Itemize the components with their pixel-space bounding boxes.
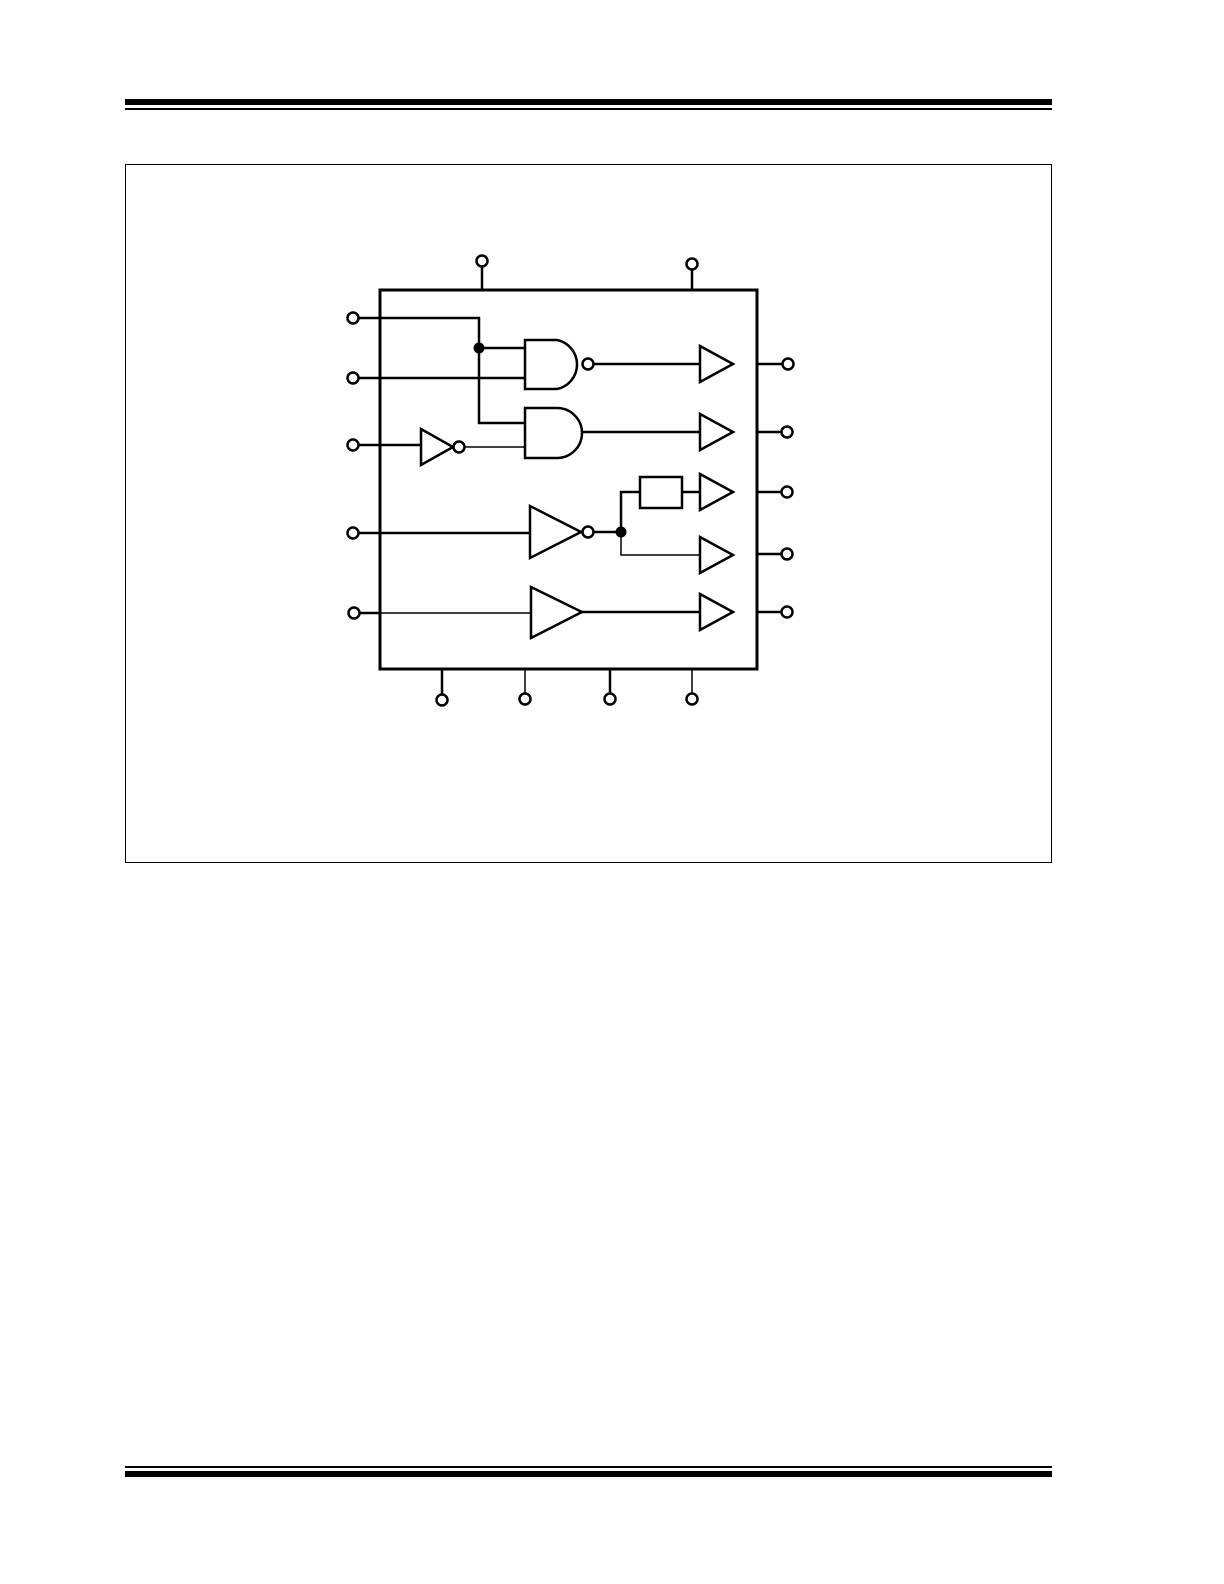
nand-gate [523,338,595,391]
bottom-pin-3 [603,669,617,706]
bottom-pin-1 [435,669,449,707]
junction-dot-1 [473,342,485,354]
block-diagram [346,254,795,707]
and-gate [523,406,584,460]
ic-body [378,288,759,671]
output-buffer-1 [698,343,736,385]
wire-inverting-buffer-out [594,490,700,556]
right-pin-3 [757,485,794,499]
bottom-pin-4 [685,669,699,706]
footer-rule-thick [125,1471,1052,1477]
left-pin-1 [346,311,380,325]
junction-dot-2 [615,526,627,538]
box-element [638,475,684,510]
output-buffer-5 [698,591,736,633]
right-pin-1 [757,357,795,371]
footer-rule-thin [125,1466,1052,1468]
left-pin-5 [347,606,380,620]
header-rule-thin [125,108,1052,110]
output-buffer-2 [698,411,736,453]
output-buffer-4 [698,534,736,576]
right-pin-5 [757,605,794,619]
buffer [529,584,585,641]
left-pin-4 [346,526,380,540]
right-pin-2 [757,425,794,439]
right-pin-4 [757,547,794,561]
inverter [419,426,466,468]
bottom-pin-2 [518,669,532,706]
wire-input-1 [380,316,525,425]
output-buffer-3 [698,471,736,513]
left-pin-2 [346,371,380,385]
top-pin-2 [685,257,699,290]
left-pin-3 [346,438,380,452]
header-rule-thick [125,99,1052,105]
inverting-buffer [528,503,595,561]
top-pin-1 [475,254,489,290]
figure-frame [125,164,1052,863]
